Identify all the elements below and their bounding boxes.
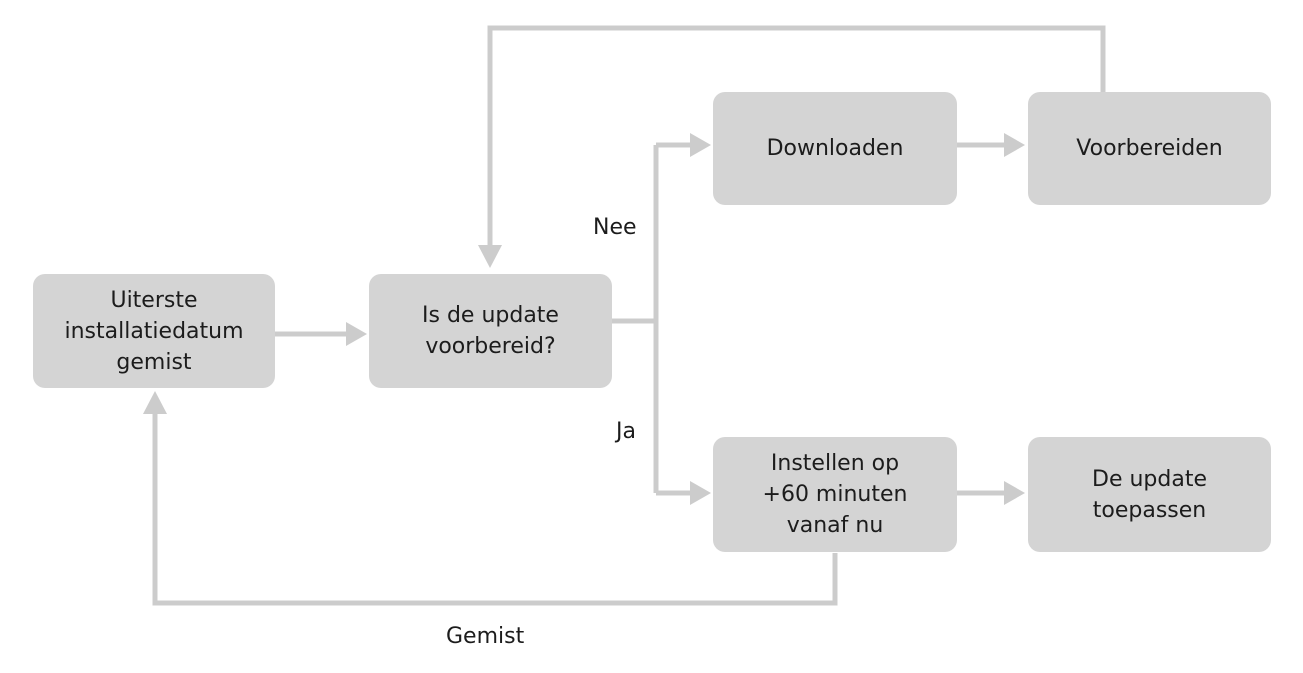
arrowhead-loop-to-missed [143,391,167,414]
arrowhead-to-prepare [1004,133,1025,157]
arrowhead-to-apply [1004,481,1025,505]
arrowhead-to-download [690,133,711,157]
node-missed-deadline-label: Uiterste installatiedatum gemist [64,287,244,375]
node-apply-update-label: De update toepassen [1092,466,1207,523]
node-is-update-prepared: Is de update voorbereid? [369,274,612,388]
edge-label-no: Nee [593,215,637,240]
arrowhead-to-set-timer [690,481,711,505]
edge-prepare-loop-back [487,25,1106,247]
node-prepare: Voorbereiden [1028,92,1271,205]
node-download: Downloaden [713,92,957,205]
node-prepare-label: Voorbereiden [1076,136,1223,161]
node-set-timer-label: Instellen op +60 minuten vanaf nu [762,451,908,538]
edge-label-yes: Ja [616,419,636,444]
node-apply-update: De update toepassen [1028,437,1271,552]
arrowhead-loop-to-check [478,245,502,268]
edge-set-timer-loop-back [152,412,838,606]
node-download-label: Downloaden [766,136,904,161]
node-is-update-prepared-label: Is de update voorbereid? [422,303,559,359]
arrowhead-to-check [346,322,367,346]
node-missed-deadline: Uiterste installatiedatum gemist [33,274,275,388]
edge-label-missed: Gemist [446,624,525,649]
node-set-timer: Instellen op +60 minuten vanaf nu [713,437,957,552]
